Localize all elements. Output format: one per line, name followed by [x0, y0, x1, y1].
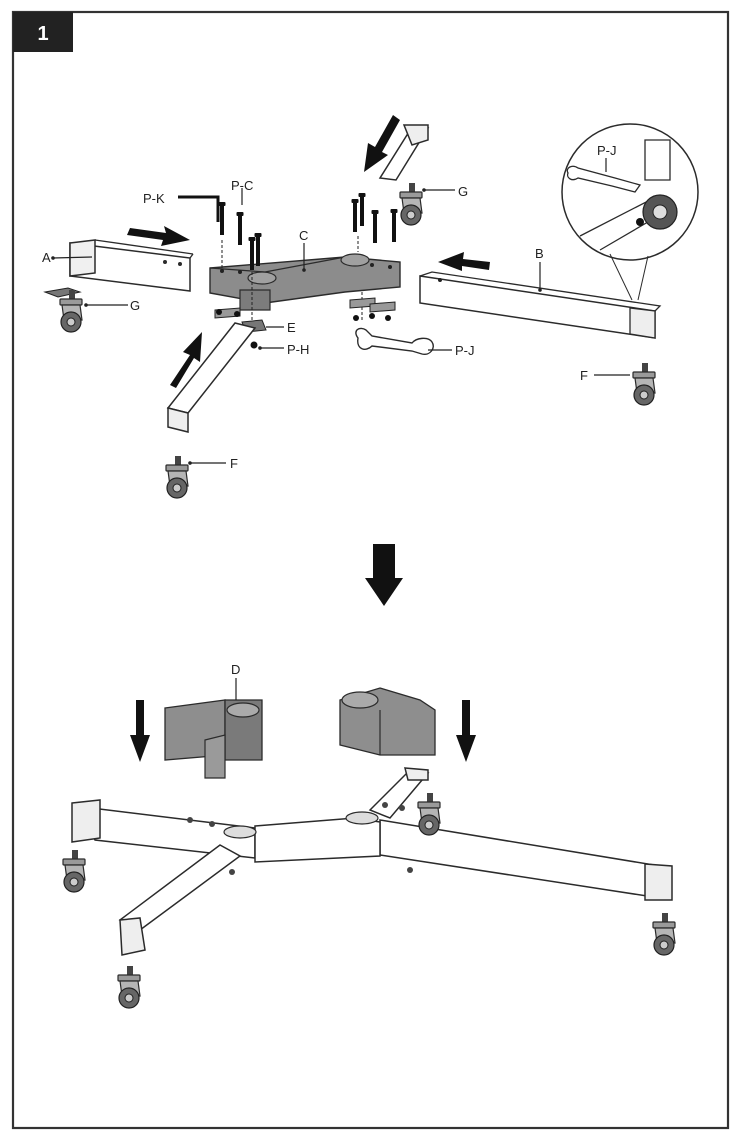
- step-badge: [13, 12, 73, 52]
- label-f-right: F: [580, 368, 588, 383]
- assembled-base: [71, 767, 673, 956]
- step-number: 1: [37, 23, 48, 45]
- detail-magnifier: [561, 123, 699, 301]
- label-f-left: F: [230, 456, 238, 471]
- label-g-top: G: [458, 184, 468, 199]
- part-e-plate: [214, 297, 396, 349]
- label-p-j-detail: P-J: [597, 143, 617, 158]
- arrow-up-leg: [170, 332, 202, 388]
- label-c: C: [299, 228, 308, 243]
- part-b-tube: [419, 271, 662, 339]
- cover-d-right: [339, 687, 436, 756]
- wrench-p-j: [355, 327, 434, 356]
- arrow-right-a: [127, 226, 190, 246]
- label-e: E: [287, 320, 296, 335]
- label-p-j-tool: P-J: [455, 343, 475, 358]
- label-a: A: [42, 250, 51, 265]
- label-p-c: P-C: [231, 178, 253, 193]
- caster-f-left: [165, 455, 189, 499]
- part-a-tube: [69, 239, 194, 292]
- bolts-p-c-right: [351, 193, 398, 243]
- label-g-left: G: [130, 298, 140, 313]
- arrow-down-back: [364, 115, 400, 172]
- label-d: D: [231, 662, 240, 677]
- page-frame: [11, 10, 730, 1130]
- caster-base-right: [652, 912, 676, 956]
- label-p-h: P-H: [287, 342, 309, 357]
- caster-g-top: [399, 182, 423, 226]
- arrow-left-b: [438, 252, 490, 271]
- leg-front: [166, 322, 257, 433]
- part-c-hub: [209, 253, 401, 311]
- hex-key-p-k: [178, 195, 220, 222]
- caster-base-back: [417, 792, 441, 836]
- label-b: B: [535, 246, 544, 261]
- caster-base-front: [117, 965, 141, 1009]
- caster-g-left: [43, 287, 83, 333]
- label-p-k: P-K: [143, 191, 165, 206]
- arrow-down-main: [365, 544, 403, 606]
- bolts-p-c-left: [218, 202, 262, 270]
- arrow-down-cover-right: [456, 700, 476, 762]
- leg-back: [378, 124, 430, 181]
- caster-f-right: [632, 362, 656, 406]
- cover-d-left: [164, 699, 263, 779]
- arrow-down-cover-left: [130, 700, 150, 762]
- caster-base-left: [62, 849, 86, 893]
